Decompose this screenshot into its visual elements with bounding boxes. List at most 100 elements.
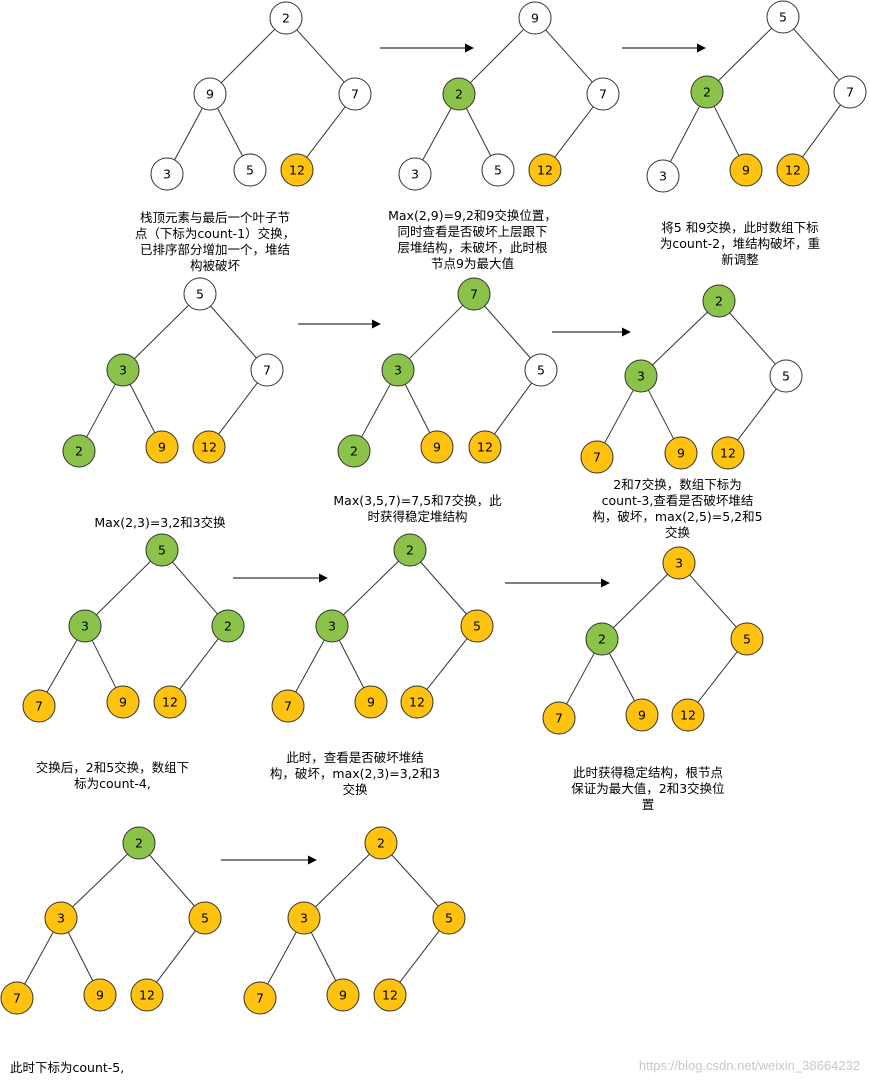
tree-edge bbox=[174, 107, 203, 161]
node-value: 12 bbox=[537, 163, 553, 178]
node-value: 9 bbox=[677, 446, 685, 461]
node-value: 9 bbox=[742, 163, 750, 178]
heap-node: 7 bbox=[833, 75, 867, 109]
heap-node: 12 bbox=[528, 153, 562, 187]
node-circle bbox=[585, 622, 619, 656]
node-circle bbox=[145, 533, 179, 567]
node-value: 5 bbox=[494, 163, 502, 178]
node-value: 3 bbox=[394, 363, 402, 378]
node-circle bbox=[153, 685, 187, 719]
heap-node: 7 bbox=[0, 981, 34, 1015]
node-circle bbox=[122, 826, 156, 860]
heap-node: 5 bbox=[460, 609, 494, 643]
heap-node: 2 bbox=[269, 1, 303, 35]
caption-line: 时获得稳定堆结构 bbox=[367, 509, 468, 524]
tree-edge bbox=[545, 29, 593, 83]
node-circle bbox=[150, 157, 184, 191]
tree-edge bbox=[295, 639, 325, 693]
node-value: 7 bbox=[13, 991, 21, 1006]
node-value: 3 bbox=[659, 169, 667, 184]
node-value: 9 bbox=[531, 11, 539, 26]
heap-node: 9 bbox=[106, 685, 140, 719]
node-value: 2 bbox=[455, 87, 463, 102]
node-circle bbox=[442, 77, 476, 111]
node-circle bbox=[542, 701, 576, 735]
node-value: 5 bbox=[743, 632, 751, 647]
node-circle bbox=[432, 901, 466, 935]
tree-edge bbox=[391, 854, 439, 907]
caption-max-2-9: Max(2,9)=9,2和9交换位置， 同时查看是否破坏上层跟下 层堆结构，未破… bbox=[375, 208, 570, 272]
node-value: 9 bbox=[638, 708, 646, 723]
node-circle bbox=[381, 353, 415, 387]
node-value: 5 bbox=[246, 163, 254, 178]
watermark: https://blog.csdn.net/weixin_38664232 bbox=[638, 1058, 860, 1073]
node-circle bbox=[337, 434, 371, 468]
caption-line: 置 bbox=[641, 797, 655, 812]
caption-max-2-3: Max(2,3)=3,2和3交换 bbox=[75, 515, 245, 531]
tree-edge bbox=[361, 383, 391, 438]
node-value: 9 bbox=[119, 695, 127, 710]
tree-edge bbox=[422, 107, 452, 161]
tree-edge bbox=[465, 108, 492, 156]
caption-line: 此时获得稳定结构，根节点 bbox=[572, 765, 723, 780]
heap-tree-2 bbox=[422, 28, 594, 161]
heap-tree-5 bbox=[361, 304, 532, 438]
node-value: 3 bbox=[675, 556, 683, 571]
caption-swap-root-with-last-leaf: 栈顶元素与最后一个叶子节 点（下标为count-1）交换， 已排序部分增加一个，… bbox=[125, 210, 305, 274]
caption-line: 为count-2，堆结构破坏，重 bbox=[659, 236, 821, 251]
heap-node: 3 bbox=[150, 157, 184, 191]
tree-edge bbox=[220, 28, 276, 84]
node-value: 2 bbox=[598, 632, 606, 647]
node-value: 5 bbox=[196, 287, 204, 302]
node-value: 3 bbox=[163, 167, 171, 182]
heap-node: 2 bbox=[337, 434, 371, 468]
node-value: 3 bbox=[57, 911, 65, 926]
heap-node: 7 bbox=[586, 77, 620, 111]
caption-line: 构，破坏，max(2,3)=3,2和3 bbox=[269, 766, 441, 781]
heap-tree-9 bbox=[566, 573, 738, 705]
heap-node: 2 bbox=[702, 284, 736, 318]
caption-max-3-5-7: Max(3,5,7)=7,5和7交换，此 时获得稳定堆结构 bbox=[315, 493, 520, 525]
node-circle bbox=[776, 153, 810, 187]
node-circle bbox=[528, 153, 562, 187]
heap-node: 5 bbox=[183, 277, 217, 311]
heap-node: 3 bbox=[624, 359, 658, 393]
heap-node: 12 bbox=[373, 978, 407, 1012]
node-value: 3 bbox=[328, 619, 336, 634]
tree-edge bbox=[609, 652, 635, 702]
node-value: 9 bbox=[367, 695, 375, 710]
heap-node: 7 bbox=[271, 689, 305, 723]
node-value: 12 bbox=[201, 440, 217, 455]
tree-edge bbox=[86, 383, 116, 438]
tree-edge bbox=[404, 384, 431, 433]
node-circle bbox=[269, 1, 303, 35]
node-circle bbox=[0, 981, 34, 1015]
tree-edge bbox=[129, 384, 156, 433]
tree-edge bbox=[310, 932, 337, 981]
node-value: 7 bbox=[284, 699, 292, 714]
node-circle bbox=[702, 284, 736, 318]
tree-edge bbox=[647, 389, 675, 440]
node-circle bbox=[393, 533, 427, 567]
tree-edge bbox=[713, 106, 740, 156]
node-value: 2 bbox=[350, 444, 358, 459]
node-value: 2 bbox=[406, 543, 414, 558]
heap-node: 9 bbox=[625, 698, 659, 732]
node-circle bbox=[364, 826, 398, 860]
heap-node: 3 bbox=[646, 159, 680, 193]
tree-edge bbox=[172, 561, 218, 615]
node-value: 12 bbox=[680, 708, 696, 723]
node-value: 7 bbox=[263, 363, 271, 378]
node-value: 5 bbox=[158, 543, 166, 558]
tree-edge bbox=[156, 930, 196, 983]
node-value: 12 bbox=[409, 695, 425, 710]
node-circle bbox=[524, 353, 558, 387]
node-circle bbox=[624, 359, 658, 393]
node-value: 12 bbox=[477, 440, 493, 455]
heap-node: 3 bbox=[315, 609, 349, 643]
tree-edge bbox=[554, 106, 594, 158]
tree-edge bbox=[718, 27, 772, 82]
caption-line: 新调整 bbox=[721, 252, 759, 267]
node-circle bbox=[243, 981, 277, 1015]
heap-node: 9 bbox=[664, 436, 698, 470]
